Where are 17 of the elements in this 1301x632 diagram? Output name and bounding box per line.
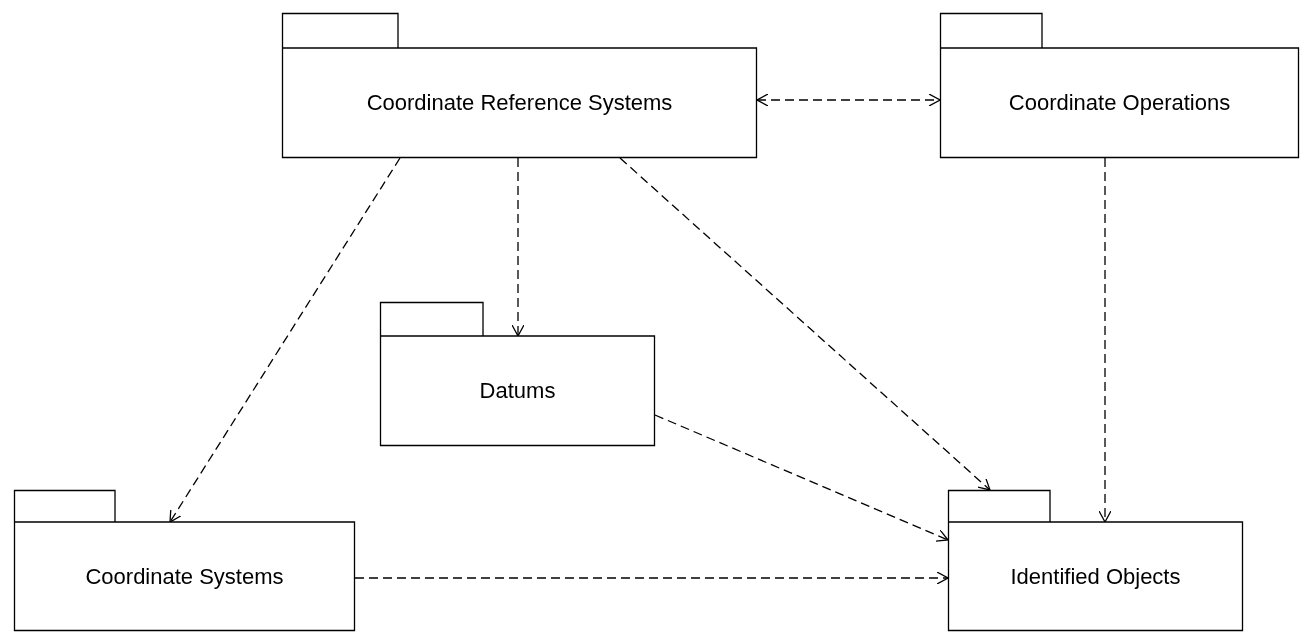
package-box bbox=[282, 13, 757, 158]
dependency-arrow bbox=[511, 157, 525, 337]
dependency-arrow bbox=[756, 93, 941, 107]
package-box bbox=[948, 490, 1243, 631]
package-name: Coordinate Systems bbox=[85, 563, 284, 590]
dependency-arrow bbox=[654, 414, 949, 542]
dependency-arrow bbox=[169, 157, 401, 523]
package-name: Identified Objects bbox=[1010, 563, 1181, 590]
package-name: Coordinate Reference Systems bbox=[366, 90, 673, 116]
package-name: Coordinate Operations bbox=[1008, 90, 1231, 116]
package-box bbox=[14, 490, 355, 631]
dependency-arrow bbox=[619, 157, 991, 491]
dependency-arrow bbox=[1098, 157, 1112, 523]
package-box bbox=[380, 302, 655, 446]
package-name: Datums bbox=[479, 378, 556, 404]
package-box bbox=[940, 13, 1299, 158]
dependency-arrow bbox=[354, 571, 949, 585]
